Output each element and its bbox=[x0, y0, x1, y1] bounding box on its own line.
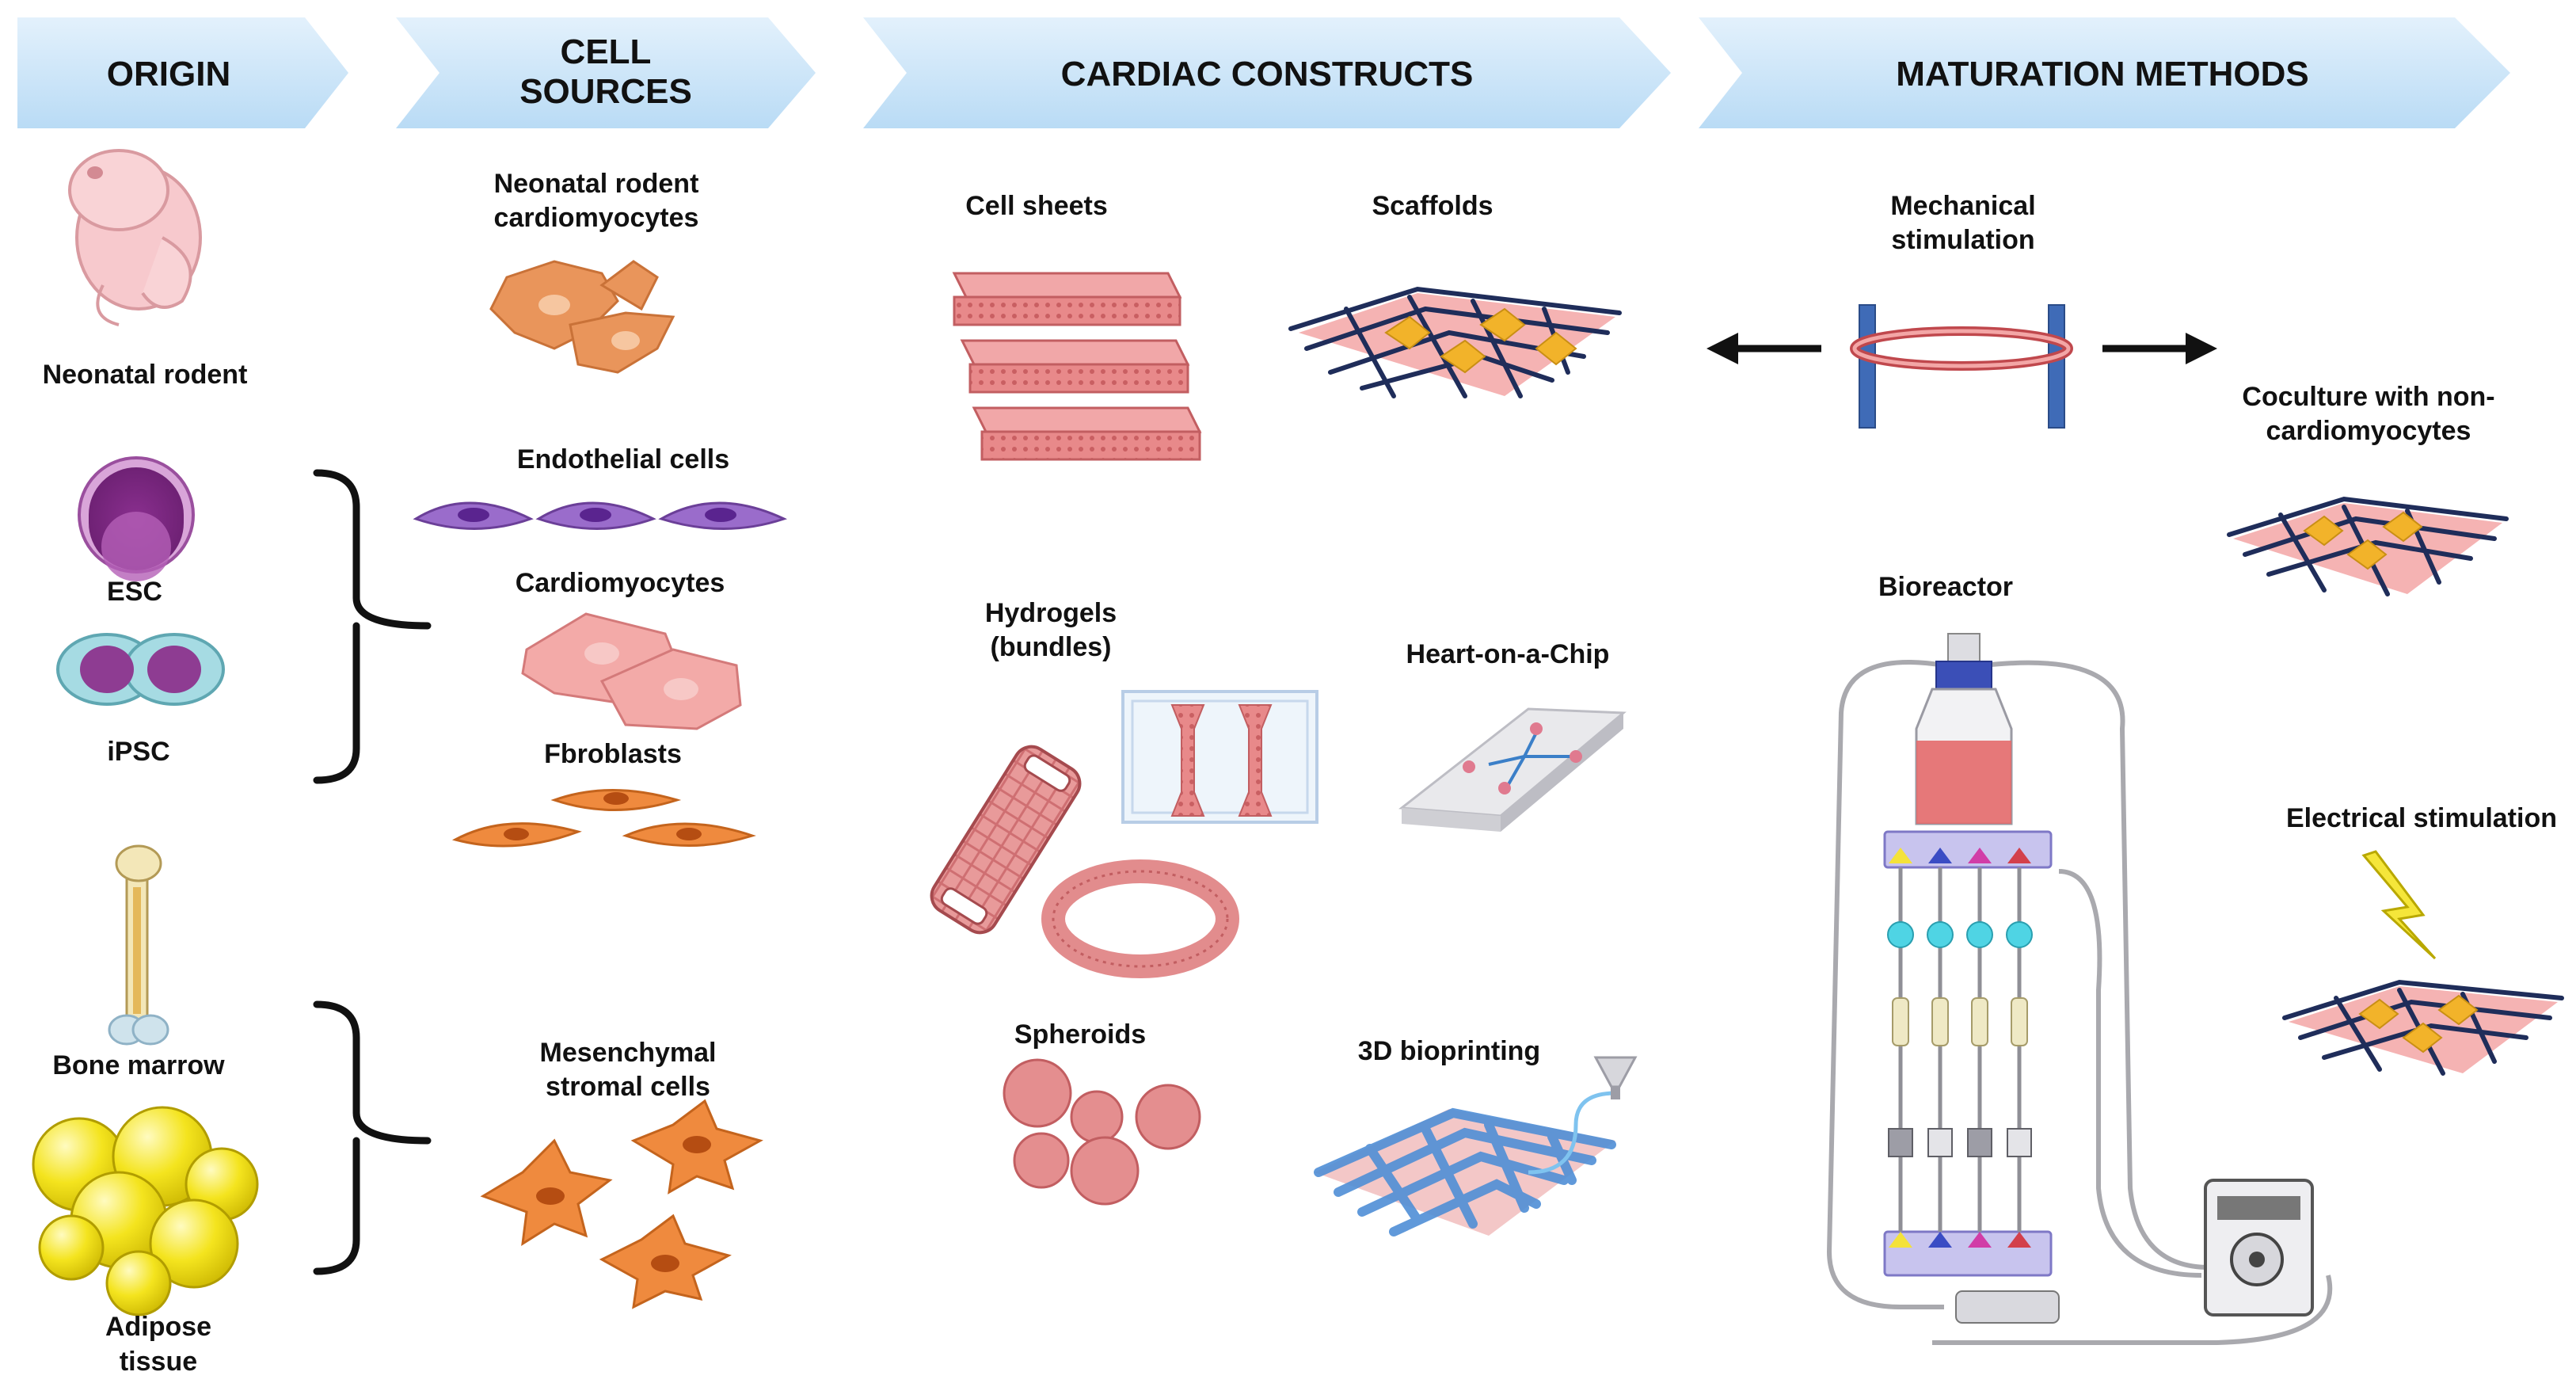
fibroblasts-illustration bbox=[451, 789, 756, 848]
label-cell-sheets: Cell sheets bbox=[965, 191, 1108, 221]
cell-sheets-illustration bbox=[952, 272, 1202, 461]
scaffolds-illustration bbox=[1288, 286, 1622, 398]
header-bar: ORIGIN CELL SOURCES CARDIAC CONSTRUCTS M… bbox=[17, 17, 2510, 128]
header-arrow-maturation-methods bbox=[1699, 17, 2510, 128]
mechanical-stimulation-illustration bbox=[1850, 304, 2073, 429]
electrical-scaffold-illustration bbox=[2282, 979, 2564, 1076]
cell-sources-column: Neonatal rodent cardiomyocytes Endotheli… bbox=[413, 169, 788, 1309]
label-bioreactor: Bioreactor bbox=[1878, 572, 2013, 602]
header-origin: ORIGIN bbox=[107, 55, 230, 93]
label-hydrogels-line1: Hydrogels bbox=[985, 598, 1117, 628]
label-scaffolds: Scaffolds bbox=[1372, 191, 1493, 221]
label-3d-bioprinting: 3D bioprinting bbox=[1358, 1036, 1540, 1066]
label-hydrogels-line2: (bundles) bbox=[991, 632, 1112, 662]
label-mechanical-line2: stimulation bbox=[1891, 225, 2034, 255]
label-electrical-stimulation: Electrical stimulation bbox=[2286, 803, 2557, 833]
maturation-methods-column: Mechanical stimulation Coculture with no… bbox=[1707, 191, 2564, 1345]
header-arrow-origin bbox=[17, 17, 348, 128]
esc-illustration bbox=[78, 456, 195, 581]
coculture-scaffold-illustration bbox=[2227, 496, 2509, 596]
label-spheroids: Spheroids bbox=[1014, 1019, 1146, 1050]
label-coculture-line2: cardiomyocytes bbox=[2266, 416, 2471, 446]
adipose-tissue-illustration bbox=[32, 1106, 259, 1317]
bioreactor-illustration bbox=[1826, 633, 2333, 1345]
neonatal-rodent-illustration bbox=[68, 149, 202, 326]
bone-marrow-illustration bbox=[108, 844, 169, 1046]
label-fibroblasts: Fbroblasts bbox=[544, 739, 682, 769]
label-ipsc: iPSC bbox=[107, 737, 169, 767]
cardiac-constructs-column: Cell sheets Scaffolds bbox=[930, 191, 1638, 1236]
label-neonatal-cardiomyocytes-line1: Neonatal rodent bbox=[494, 169, 699, 199]
3d-bioprinting-illustration bbox=[1314, 1056, 1638, 1236]
label-adipose-line2: tissue bbox=[120, 1347, 197, 1377]
hydrogels-bundles-illustration bbox=[930, 690, 1318, 978]
label-endothelial-cells: Endothelial cells bbox=[517, 444, 729, 474]
header-maturation-methods: MATURATION METHODS bbox=[1896, 55, 2308, 93]
label-heart-on-a-chip: Heart-on-a-Chip bbox=[1406, 639, 1610, 669]
header-arrow-cell-sources bbox=[396, 17, 816, 128]
label-msc-line2: stromal cells bbox=[546, 1072, 710, 1102]
lightning-icon bbox=[2361, 850, 2437, 960]
spheroids-illustration bbox=[1003, 1058, 1201, 1206]
heart-on-a-chip-illustration bbox=[1398, 707, 1627, 832]
origin-column: Neonatal rodent ESC iPSC Bone marrow bbox=[32, 149, 259, 1377]
arrow-left-icon bbox=[1707, 333, 1821, 364]
label-cardiomyocytes: Cardiomyocytes bbox=[516, 568, 725, 598]
label-neonatal-rodent: Neonatal rodent bbox=[43, 360, 248, 390]
label-msc-line1: Mesenchymal bbox=[540, 1038, 717, 1068]
arrow-right-icon bbox=[2102, 333, 2217, 364]
header-cardiac-constructs: CARDIAC CONSTRUCTS bbox=[1061, 55, 1474, 93]
label-neonatal-cardiomyocytes-line2: cardiomyocytes bbox=[494, 203, 699, 233]
bracket-pluripotent bbox=[313, 469, 432, 784]
bracket-mesenchymal bbox=[313, 1000, 432, 1275]
label-coculture-line1: Coculture with non- bbox=[2242, 382, 2494, 412]
cardiomyocytes-illustration bbox=[521, 612, 742, 730]
label-mechanical-line1: Mechanical bbox=[1890, 191, 2035, 221]
mesenchymal-stromal-cells-illustration bbox=[480, 1099, 763, 1309]
header-arrow-cardiac-constructs bbox=[863, 17, 1671, 128]
label-esc: ESC bbox=[107, 577, 162, 607]
endothelial-cells-illustration bbox=[413, 501, 788, 530]
label-bone-marrow: Bone marrow bbox=[52, 1050, 225, 1080]
header-cell-sources-line2: SOURCES bbox=[519, 72, 692, 111]
neonatal-cardiomyocytes-illustration bbox=[489, 260, 675, 374]
header-cell-sources-line1: CELL bbox=[561, 32, 652, 71]
label-adipose-line1: Adipose bbox=[105, 1312, 211, 1342]
ipsc-illustration bbox=[56, 633, 225, 706]
